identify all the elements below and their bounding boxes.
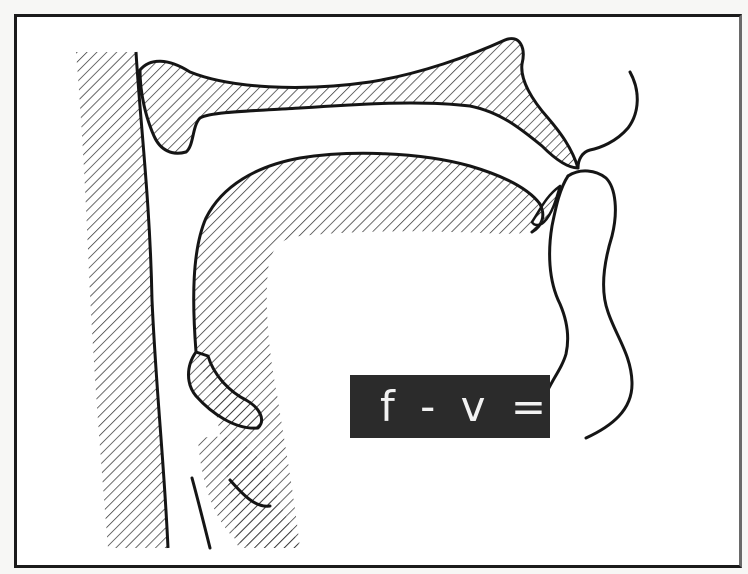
upper-lip-profile [578, 72, 637, 168]
palate [140, 39, 578, 168]
phoneme-label: f - v = [380, 386, 552, 428]
phoneme-label-box: f - v = [350, 375, 550, 438]
lower-lip-profile [568, 171, 632, 438]
